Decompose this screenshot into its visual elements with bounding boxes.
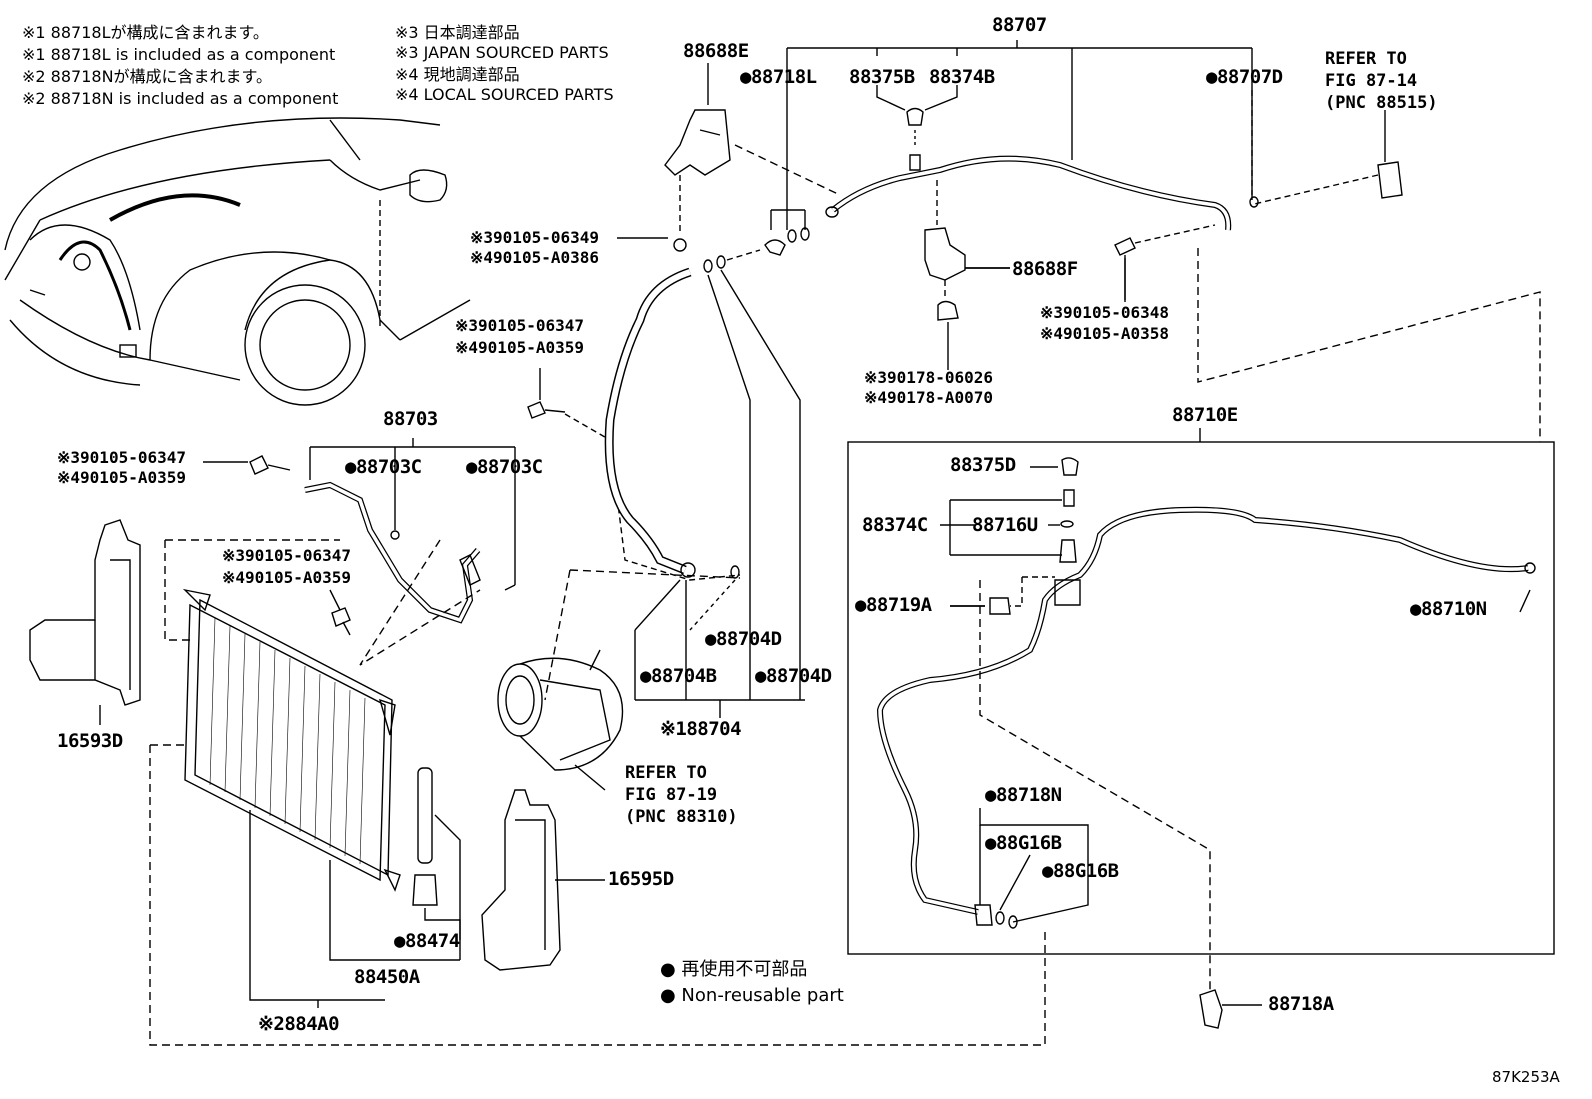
part-16593D[interactable]: 16593D (57, 730, 123, 752)
dash-88703-condenser (164, 540, 190, 641)
bolt-90105-06347-a[interactable]: ※390105-06347 (455, 316, 584, 335)
box-88710E (847, 441, 1555, 955)
bolt-90105-A0359-b[interactable]: ※490105-A0359 (57, 468, 186, 487)
pipe-88707 (825, 155, 1259, 231)
refer-fig-87-19[interactable]: REFER TO FIG 87-19 (PNC 88310) (625, 763, 738, 827)
part-884A0[interactable]: ※2884A0 (258, 1013, 340, 1035)
part-88688E[interactable]: 88688E (683, 40, 749, 62)
note-2-ja: ※2 88718Nが構成に含まれます。 (22, 67, 272, 86)
bracket-88688E (664, 63, 841, 252)
bracket-88374C (940, 457, 1211, 990)
part-88704D-2[interactable]: ●88704D (755, 665, 832, 687)
dash-compressor-2 (544, 569, 571, 701)
part-88374C[interactable]: 88374C (862, 514, 928, 536)
bolt-90105-A0359-c[interactable]: ※490105-A0359 (222, 568, 351, 587)
clip-90178-A0070[interactable]: ※490178-A0070 (864, 388, 993, 407)
part-88718A[interactable]: 88718A (1268, 993, 1334, 1015)
part-88704[interactable]: ※188704 (660, 718, 742, 740)
bolt-90105-06347-c[interactable]: ※390105-06347 (222, 546, 351, 565)
part-88703[interactable]: 88703 (383, 408, 438, 430)
part-88374B[interactable]: 88374B (929, 66, 995, 88)
bracket-88704 (634, 269, 805, 718)
bolt-90105-06349[interactable]: ※390105-06349 (470, 228, 599, 247)
bolt-90105-A0386[interactable]: ※490105-A0386 (470, 248, 599, 267)
part-88450A[interactable]: 88450A (354, 966, 420, 988)
part-88375D[interactable]: 88375D (950, 454, 1016, 476)
part-88703C-1[interactable]: ●88703C (345, 456, 422, 478)
part-88716U[interactable]: 88716U (972, 514, 1038, 536)
pipe-88703 (304, 481, 481, 624)
part-88G16B-1[interactable]: ●88G16B (985, 832, 1062, 854)
part-88718N[interactable]: ●88718N (985, 784, 1062, 806)
part-16595D[interactable]: 16595D (608, 868, 674, 890)
duct-16595D (481, 789, 605, 971)
part-88719A[interactable]: ●88719A (855, 594, 932, 616)
figure-code: 87K253A (1492, 1068, 1560, 1086)
bracket-88703 (309, 438, 516, 591)
part-88703C-2[interactable]: ●88703C (466, 456, 543, 478)
bracket-88688F (924, 180, 1010, 321)
bolt-90105-06348[interactable]: ※390105-06348 (1040, 303, 1169, 322)
vehicle-illustration (4, 117, 471, 406)
leader-bolt-f (329, 589, 341, 611)
bolt-90105-06347-b[interactable]: ※390105-06347 (57, 448, 186, 467)
note-4-en: ※4 LOCAL SOURCED PARTS (395, 85, 614, 104)
condenser-illustration (149, 588, 1046, 1046)
clip-90178-06026[interactable]: ※390178-06026 (864, 368, 993, 387)
note-4-ja: ※4 現地調達部品 (395, 65, 520, 84)
valve-88375B-88374B (876, 85, 958, 171)
note-2-en: ※2 88718N is included as a component (22, 89, 339, 108)
hose-88704 (604, 267, 740, 579)
note-1-ja: ※1 88718Lが構成に含まれます。 (22, 23, 269, 42)
bracket-88718N (979, 808, 1089, 923)
part-88707D[interactable]: ●88707D (1206, 66, 1283, 88)
part-88710E[interactable]: 88710E (1172, 404, 1238, 426)
dryer-88474 (412, 767, 461, 940)
pipe-88710E (876, 506, 1536, 929)
part-88704B[interactable]: ●88704B (640, 665, 717, 687)
note-3-en: ※3 JAPAN SOURCED PARTS (395, 43, 609, 62)
bracket-88707 (786, 40, 1253, 210)
part-88710N[interactable]: ●88710N (1410, 598, 1487, 620)
refer-fig-87-14[interactable]: REFER TO FIG 87-14 (PNC 88515) (1325, 49, 1438, 113)
note-1-en: ※1 88718L is included as a component (22, 45, 336, 64)
orings-88718L (703, 209, 810, 273)
compressor-illustration (497, 649, 624, 791)
part-88474[interactable]: ●88474 (394, 930, 460, 952)
bolt-90105-A0359-a[interactable]: ※490105-A0359 (455, 338, 584, 357)
dash-compressor (569, 569, 741, 579)
bolt-90105-A0358[interactable]: ※490105-A0358 (1040, 324, 1169, 343)
dash-88703-right (359, 539, 481, 666)
legend-ja: ● 再使用不可部品 (660, 959, 808, 980)
part-88G16B-2[interactable]: ●88G16B (1042, 860, 1119, 882)
legend-en: ● Non-reusable part (660, 985, 844, 1006)
part-88688F[interactable]: 88688F (1012, 258, 1078, 280)
part-88707[interactable]: 88707 (992, 14, 1047, 36)
part-88704D-1[interactable]: ●88704D (705, 628, 782, 650)
dash-88710E-top (1197, 248, 1541, 442)
part-88718L[interactable]: ●88718L (740, 66, 817, 88)
part-88375B[interactable]: 88375B (849, 66, 915, 88)
note-3-ja: ※3 日本調達部品 (395, 23, 520, 42)
refer-part-88515 (1249, 110, 1403, 206)
part-88718A (1199, 989, 1262, 1029)
duct-16593D (29, 519, 141, 725)
